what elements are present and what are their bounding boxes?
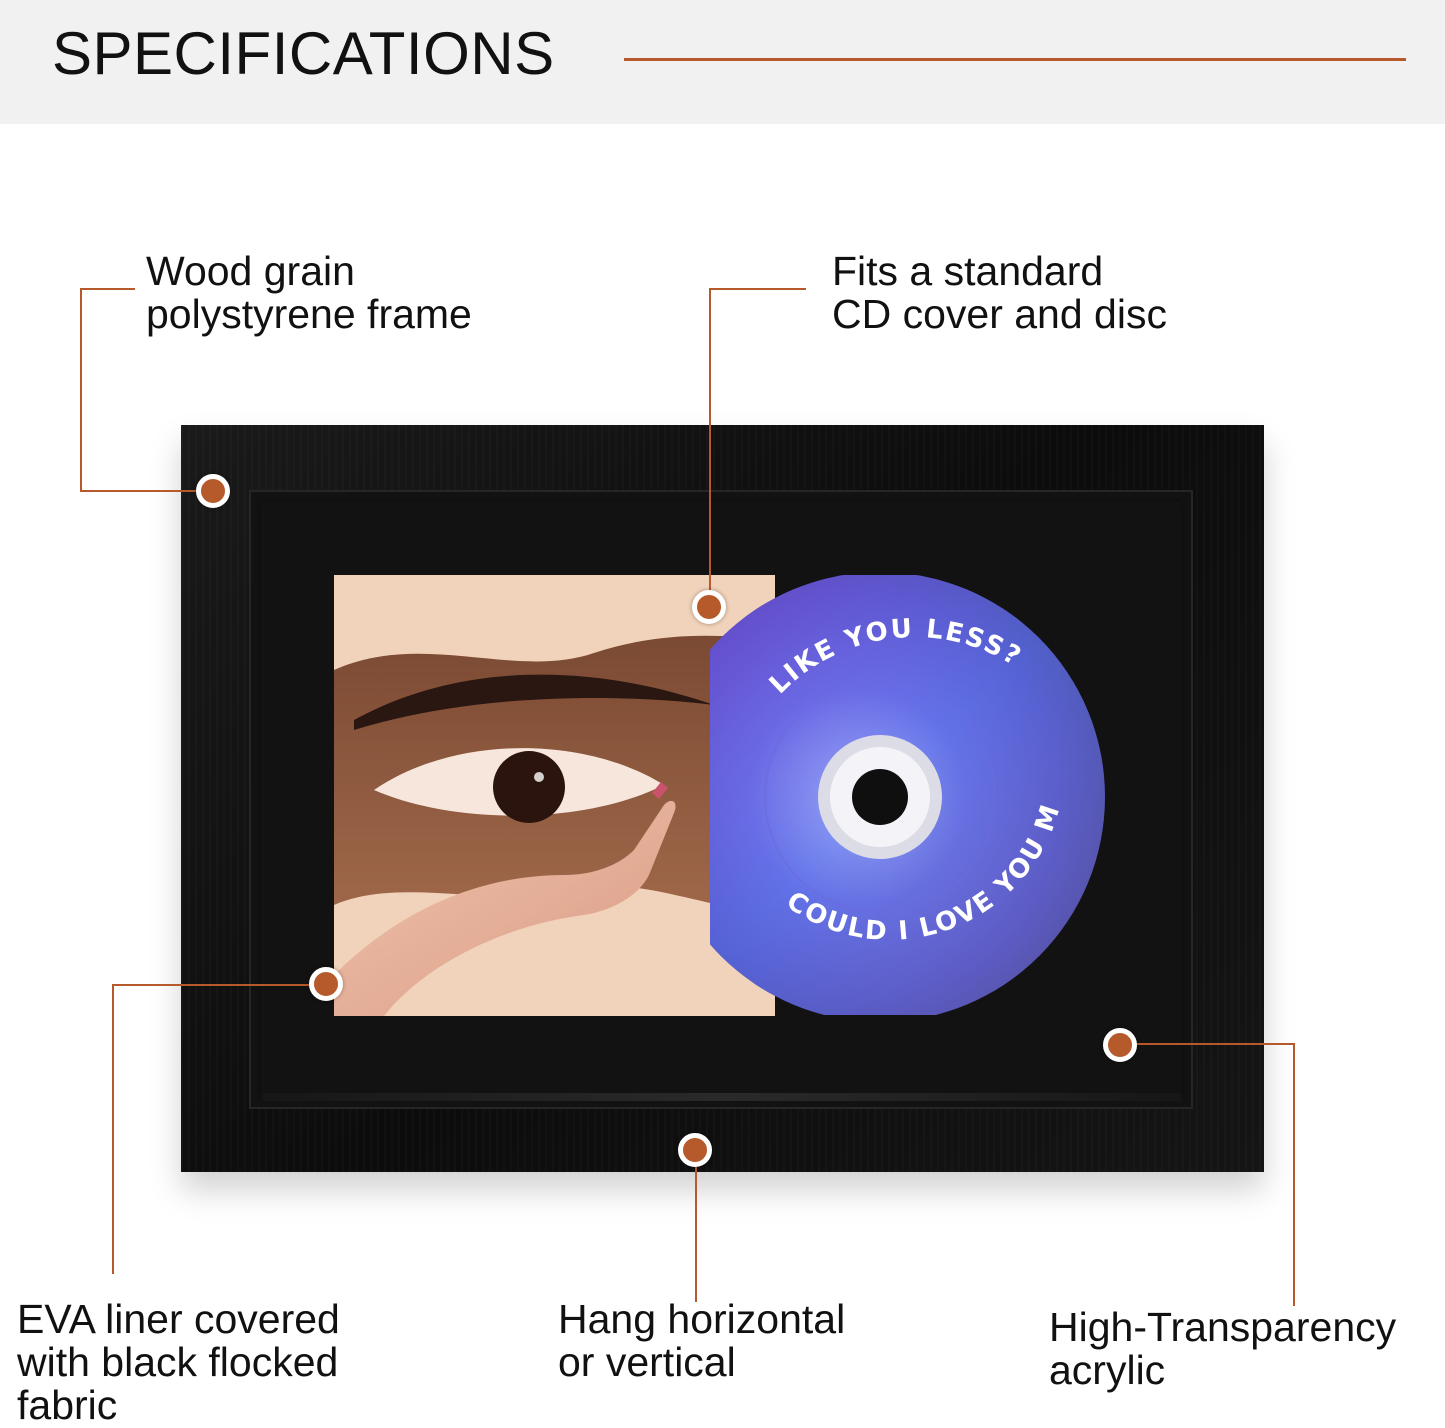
label-eva: EVA liner covered with black flocked fab… — [17, 1298, 340, 1427]
acrylic-callout-dot — [1103, 1028, 1137, 1062]
label-fits-line-1: Fits a standard — [832, 248, 1104, 294]
leader-acrylic-h — [1130, 1043, 1295, 1045]
label-eva-line-3: fabric — [17, 1382, 118, 1428]
label-frame-line-1: Wood grain — [146, 248, 355, 294]
label-hang-line-1: Hang horizontal — [558, 1296, 846, 1342]
album-cover-art — [334, 575, 775, 1016]
label-hang-line-2: or vertical — [558, 1339, 736, 1385]
leader-hang-v — [695, 1160, 697, 1302]
leader-acrylic-v — [1293, 1043, 1295, 1306]
label-acrylic-line-1: High-Transparency — [1049, 1304, 1397, 1350]
page-title: SPECIFICATIONS — [52, 20, 555, 87]
hang-callout-dot — [678, 1133, 712, 1167]
label-hang: Hang horizontal or vertical — [558, 1298, 845, 1384]
label-fits: Fits a standard CD cover and disc — [832, 250, 1167, 336]
leader-frame-h-top — [80, 288, 135, 290]
specifications-header: SPECIFICATIONS — [0, 0, 1445, 124]
cd-disc: LIKE YOU LESS? COULD I LOVE YOU MORE? — [710, 575, 1110, 1015]
cd-disc-art: LIKE YOU LESS? COULD I LOVE YOU MORE? — [710, 575, 1105, 1015]
leader-fits-v — [709, 288, 711, 593]
leader-eva-v — [112, 984, 114, 1274]
fits-callout-dot — [692, 590, 726, 624]
label-fits-line-2: CD cover and disc — [832, 291, 1167, 337]
frame-callout-dot — [196, 474, 230, 508]
leader-frame-v — [80, 288, 82, 491]
label-eva-line-2: with black flocked — [17, 1339, 339, 1385]
label-eva-line-1: EVA liner covered — [17, 1296, 340, 1342]
label-frame: Wood grain polystyrene frame — [146, 250, 472, 336]
label-acrylic: High-Transparency acrylic — [1049, 1306, 1396, 1392]
leader-frame-h-bottom — [80, 490, 200, 492]
leader-fits-h — [709, 288, 806, 290]
header-divider — [624, 58, 1406, 61]
album-cover — [334, 575, 775, 1016]
label-acrylic-line-2: acrylic — [1049, 1347, 1166, 1393]
eva-callout-dot — [309, 967, 343, 1001]
label-frame-line-2: polystyrene frame — [146, 291, 472, 337]
leader-eva-h — [112, 984, 312, 986]
acrylic-glare — [263, 1093, 1181, 1101]
